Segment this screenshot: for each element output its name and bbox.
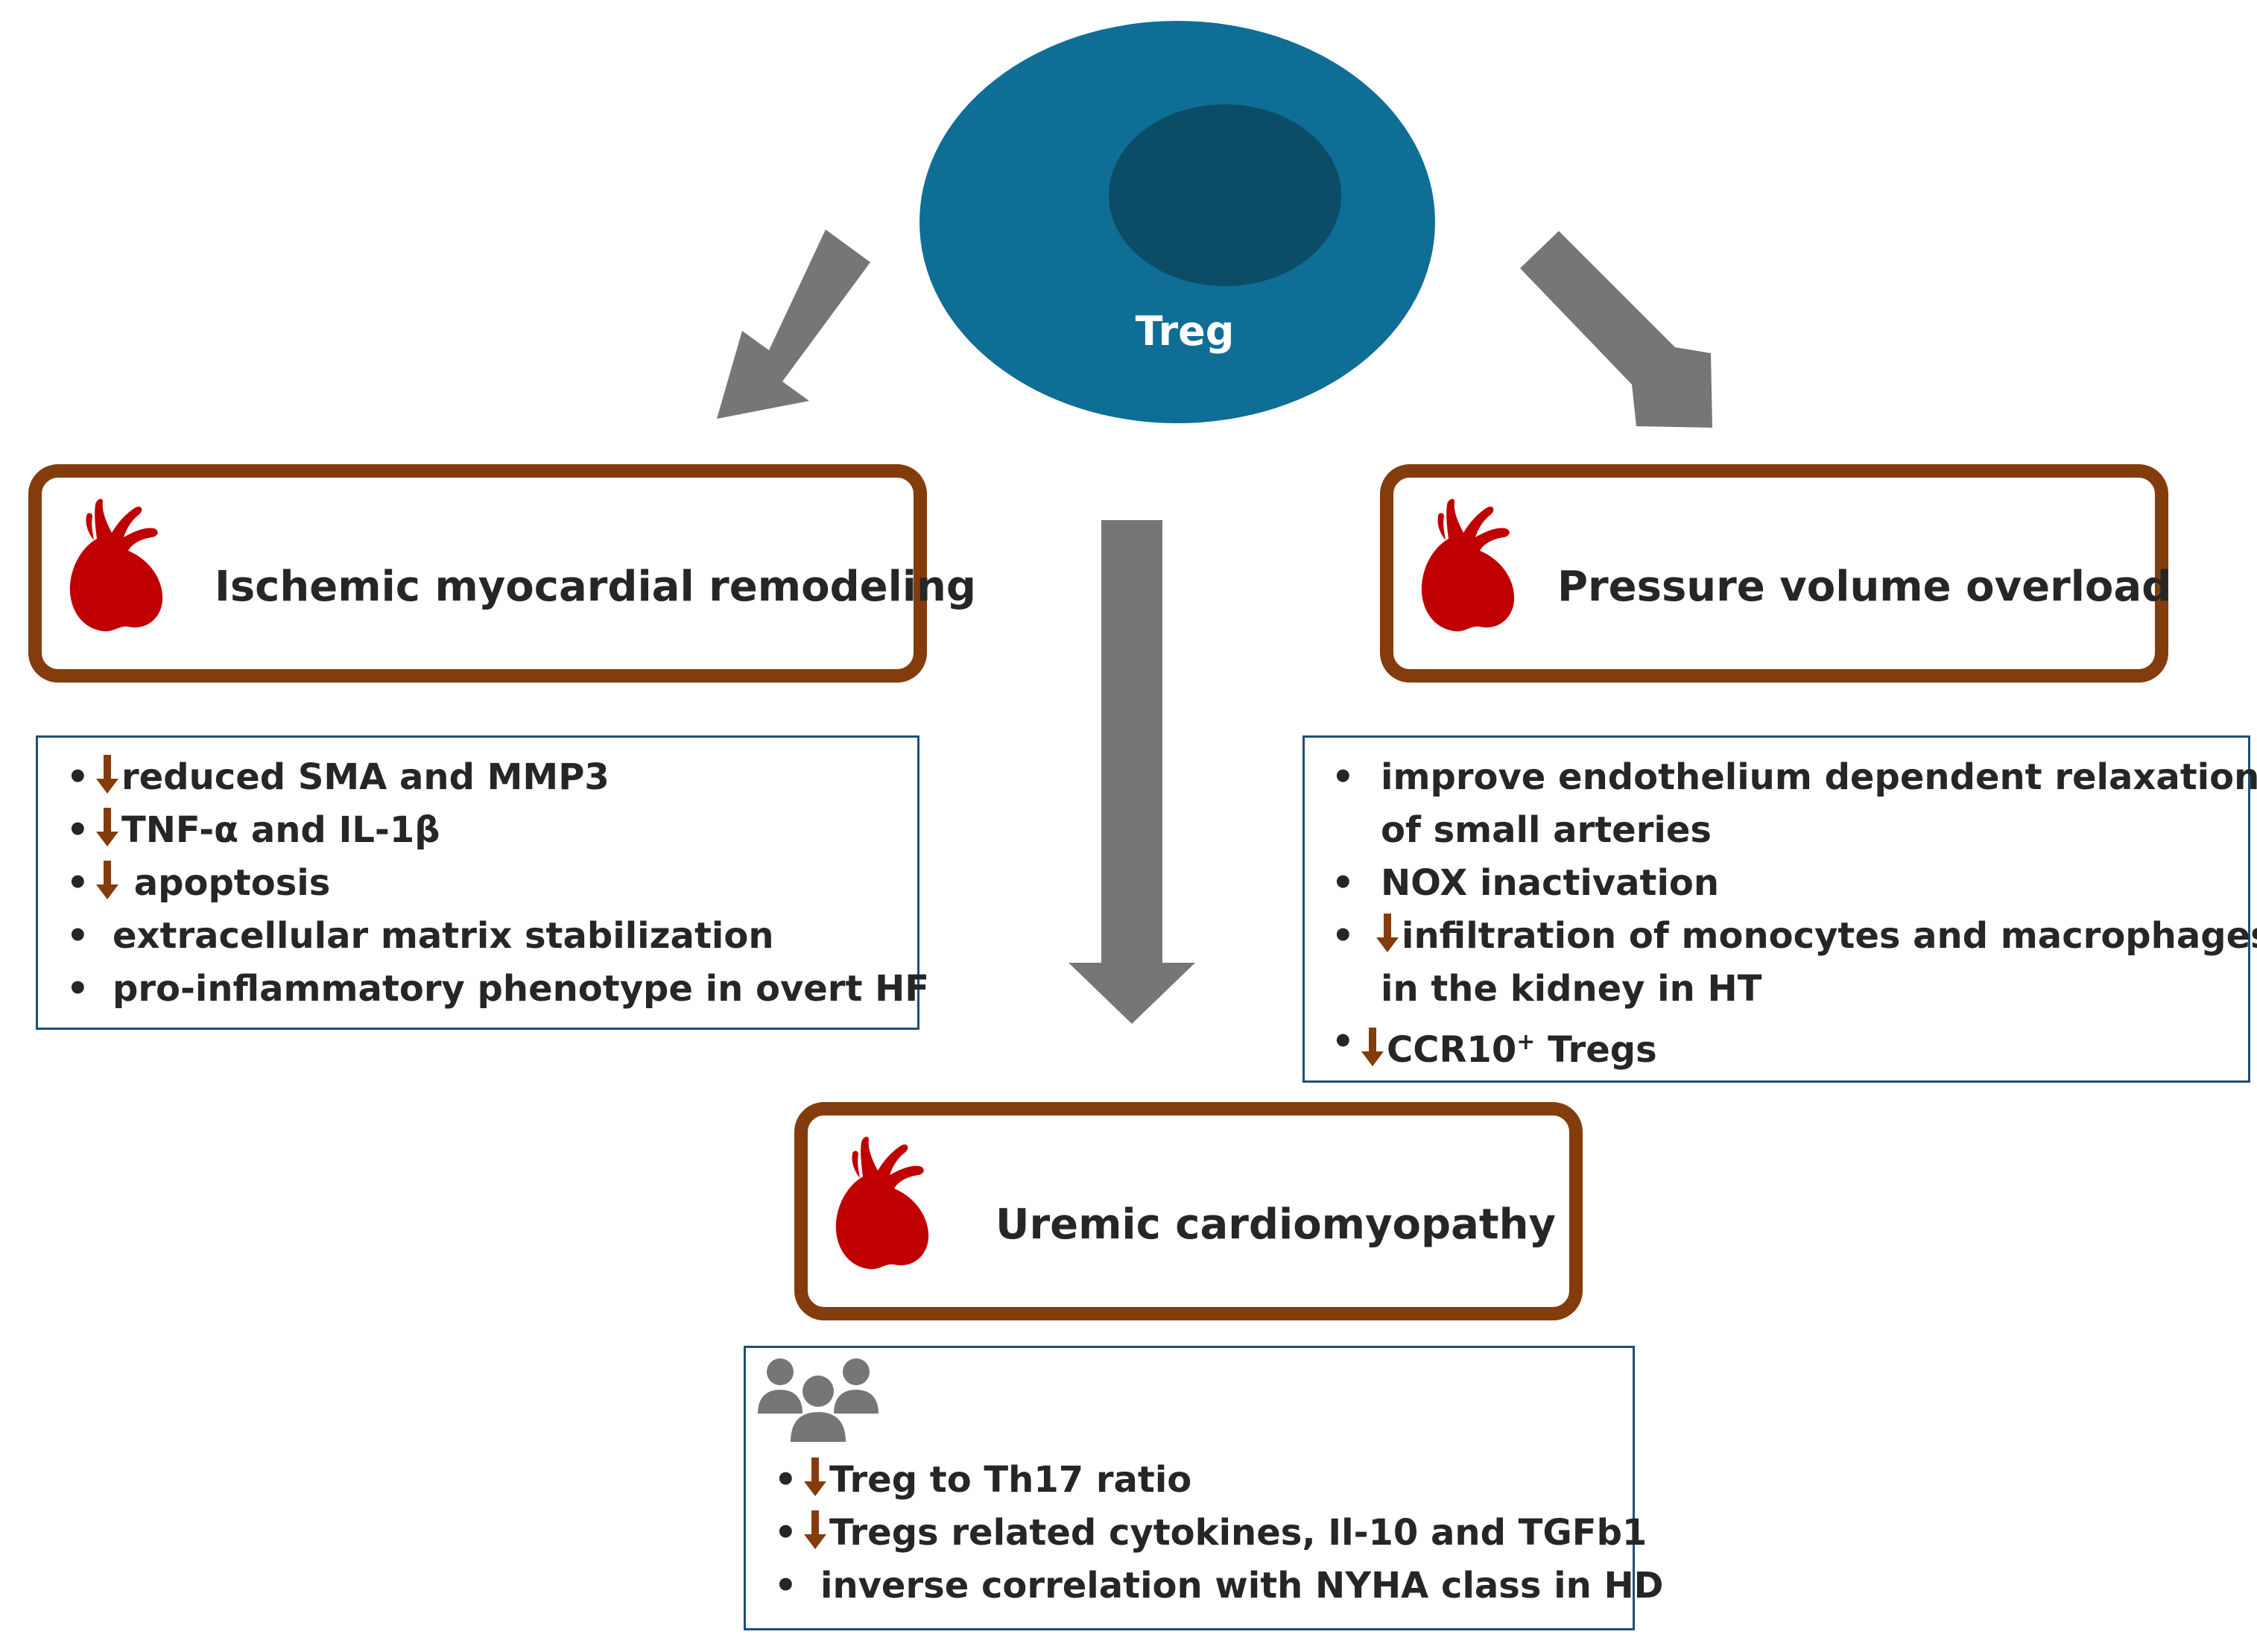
down-arrow-icon xyxy=(96,755,118,794)
ischemic-remodeling-title: Ischemic myocardial remodeling xyxy=(215,563,976,611)
bullet: • xyxy=(774,1512,797,1554)
down-arrow-icon xyxy=(804,1458,826,1496)
arrow-to-pressure xyxy=(1520,231,1712,428)
heart-icon xyxy=(835,1136,929,1270)
pressure-overload-title: Pressure volume overload xyxy=(1557,563,2172,611)
bullet: • xyxy=(774,1459,797,1501)
item-text-continuation: of small arteries xyxy=(1381,809,1712,851)
bullet: • xyxy=(1332,915,1355,957)
list-item: • apoptosis xyxy=(66,857,929,910)
item-text: NOX inactivation xyxy=(1381,862,1720,904)
list-item: • improve endothelium dependent relaxati… xyxy=(1332,751,2257,804)
ischemic-remodeling-box: Ischemic myocardial remodeling xyxy=(28,464,976,683)
item-text: pro-inflammatory phenotype in overt HF xyxy=(113,968,930,1010)
heart-icon xyxy=(1421,499,1515,632)
arrow-to-uremic xyxy=(1069,520,1195,1024)
list-item: • infiltration of monocytes and macropha… xyxy=(1332,910,2257,963)
item-text: apoptosis xyxy=(121,862,331,904)
down-arrow-icon xyxy=(804,1510,826,1549)
ischemic-details-box: • reduced SMA and MMP3 • TNF-α and IL-1β… xyxy=(36,735,929,1030)
ischemic-details-list: • reduced SMA and MMP3 • TNF-α and IL-1β… xyxy=(66,751,929,1016)
list-item: • extracellular matrix stabilization xyxy=(66,910,929,963)
pressure-details-list: • improve endothelium dependent relaxati… xyxy=(1332,751,2257,1077)
uremic-details-list: • Treg to Th17 ratio • Tregs related cyt… xyxy=(774,1454,1664,1613)
item-text: TNF-α and IL-1β xyxy=(121,809,440,851)
list-item: • inverse correlation with NYHA class in… xyxy=(774,1560,1664,1613)
bullet: • xyxy=(66,862,89,904)
uremic-details-box: • Treg to Th17 ratio • Tregs related cyt… xyxy=(744,1346,1664,1630)
down-arrow-icon xyxy=(1361,1028,1384,1066)
list-item: • NOX inactivation xyxy=(1332,857,2257,910)
heart-icon xyxy=(69,499,163,632)
pressure-details-box: • improve endothelium dependent relaxati… xyxy=(1302,735,2257,1083)
item-text: Tregs related cytokines, Il-10 and TGFb1 xyxy=(829,1512,1647,1554)
item-text-rest: Tregs xyxy=(1535,1029,1657,1071)
treg-cell-label: Treg xyxy=(1135,308,1235,355)
list-item: • pro-inflammatory phenotype in overt HF xyxy=(66,963,929,1016)
arrow-to-ischemic xyxy=(717,230,870,419)
bullet: • xyxy=(1332,1021,1355,1063)
item-text: extracellular matrix stabilization xyxy=(113,915,774,957)
item-text: infiltration of monocytes and macrophage… xyxy=(1402,915,2257,957)
treg-cell-nucleus xyxy=(1109,104,1341,286)
bullet: • xyxy=(1332,756,1355,798)
list-item: • Treg to Th17 ratio xyxy=(774,1454,1664,1507)
item-text-continuation: in the kidney in HT xyxy=(1381,968,1762,1010)
bullet: • xyxy=(66,915,89,957)
bullet: • xyxy=(66,756,89,798)
list-item: • TNF-α and IL-1β xyxy=(66,804,929,857)
down-arrow-icon xyxy=(96,808,118,846)
uremic-cardiomyopathy-box: Uremic cardiomyopathy xyxy=(794,1102,1583,1320)
down-arrow-icon xyxy=(96,861,118,899)
item-superscript: + xyxy=(1516,1029,1536,1055)
pressure-overload-box: Pressure volume overload xyxy=(1380,464,2172,683)
list-item: • Tregs related cytokines, Il-10 and TGF… xyxy=(774,1507,1664,1560)
item-text: CCR10 xyxy=(1387,1029,1517,1071)
uremic-cardiomyopathy-title: Uremic cardiomyopathy xyxy=(995,1200,1557,1249)
item-text: improve endothelium dependent relaxation xyxy=(1381,756,2257,798)
bullet: • xyxy=(1332,862,1355,904)
item-text: inverse correlation with NYHA class in H… xyxy=(820,1565,1664,1607)
bullet: • xyxy=(774,1565,797,1607)
down-arrow-icon xyxy=(1376,914,1399,952)
list-item: • CCR10+ Tregs xyxy=(1332,1016,2257,1077)
list-item: • reduced SMA and MMP3 xyxy=(66,751,929,804)
item-text: Treg to Th17 ratio xyxy=(829,1459,1192,1501)
people-group-icon xyxy=(758,1358,879,1442)
bullet: • xyxy=(66,809,89,851)
item-text: reduced SMA and MMP3 xyxy=(121,756,610,798)
bullet: • xyxy=(66,968,89,1010)
